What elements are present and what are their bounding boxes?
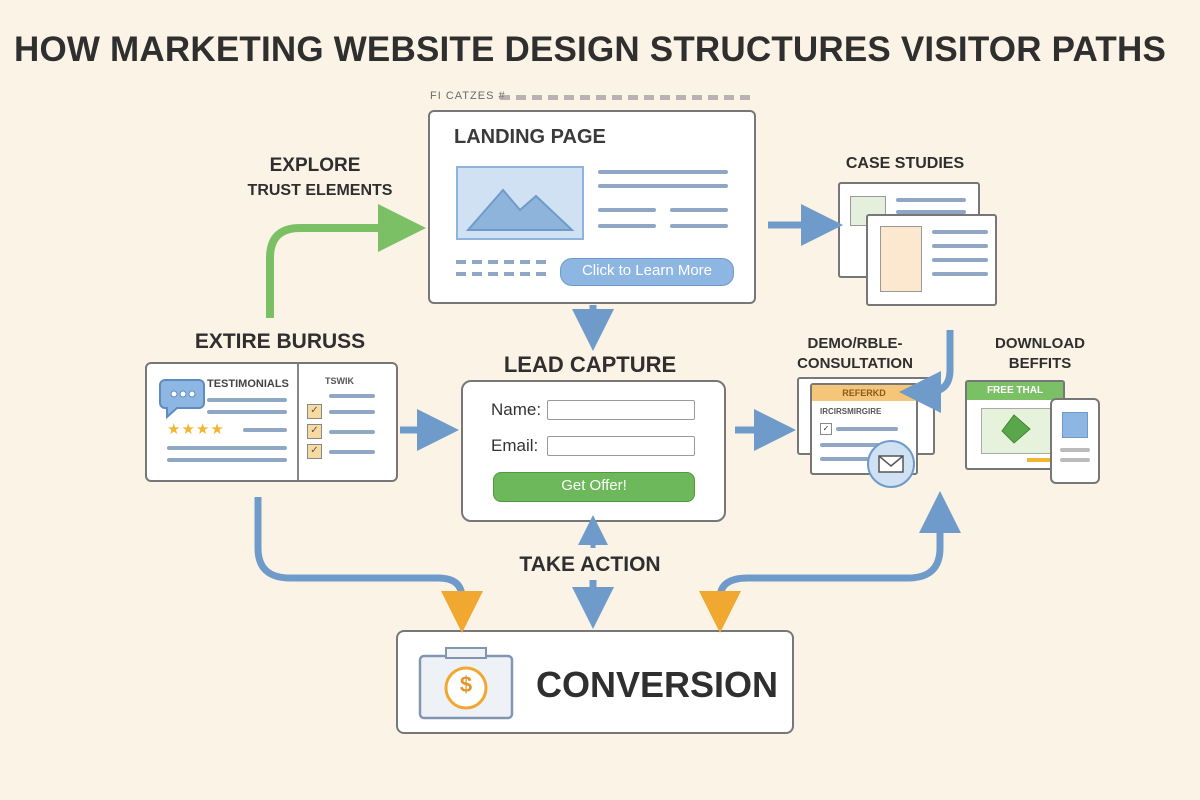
free-trial-header: FREE THAL: [967, 382, 1063, 400]
testimonial-line: [167, 446, 287, 450]
case-to-demo-arrow: [899, 330, 954, 413]
landing-text-line: [598, 170, 728, 174]
testimonial-line: [207, 410, 287, 414]
lead-capture-form: Name: Email: Get Offer!: [461, 380, 726, 522]
trust-elements-box: TESTIMONIALS ★★★★ TSWIK ✓ ✓ ✓: [145, 362, 398, 482]
email-label: Email:: [491, 436, 539, 455]
name-field[interactable]: [547, 400, 695, 420]
testimonial-line: [207, 398, 287, 402]
tablet-line: [1060, 458, 1090, 462]
case-studies-label: CASE STUDIES: [845, 155, 965, 172]
checkbox-icon: ✓: [307, 404, 322, 419]
tablet-line: [1060, 448, 1090, 452]
landing-dashes: [456, 272, 548, 276]
checkbox-icon: ✓: [307, 424, 322, 439]
landing-page-box: LANDING PAGE Click to Learn More: [428, 110, 756, 304]
testimonials-heading: TESTIMONIALS: [207, 378, 289, 390]
lead-capture-title: LEAD CAPTURE: [503, 352, 677, 377]
cash-register-icon: [416, 644, 516, 729]
demo-label-line1: DEMO/RBLE-: [807, 335, 903, 352]
landing-text-line: [670, 208, 728, 212]
checklist-line: [329, 394, 375, 398]
trust-to-conversion-arrow: [254, 497, 466, 606]
panel-divider: [297, 364, 299, 480]
mountain-icon: [465, 188, 575, 231]
demo-to-conversion-arrow: [716, 525, 944, 606]
doc-line: [932, 230, 988, 234]
demo-line: [820, 457, 880, 461]
doc-image: [880, 226, 922, 292]
download-label-line2: BEFFITS: [1008, 355, 1072, 372]
doc-line: [932, 244, 988, 248]
conversion-label: CONVERSION: [536, 664, 779, 705]
doc-line: [932, 258, 988, 262]
email-field[interactable]: [547, 436, 695, 456]
demo-header: REFERKD: [812, 385, 916, 401]
case-study-doc-front: [866, 214, 997, 306]
doc-line: [896, 210, 966, 214]
doc-line: [932, 272, 988, 276]
subtitle-scribble: [500, 95, 755, 100]
free-trial-bar: [1027, 458, 1055, 462]
checklist-line: [329, 450, 375, 454]
download-label-line1: DOWNLOAD: [995, 335, 1085, 352]
checklist-line: [329, 430, 375, 434]
explore-label: EXPLORE: [269, 155, 361, 176]
star-rating: ★★★★: [167, 421, 225, 438]
name-label: Name:: [491, 400, 542, 419]
free-trial-window: FREE THAL: [965, 380, 1065, 470]
landing-text-line: [598, 208, 656, 212]
download-graphic-icon: [1001, 414, 1031, 444]
dollar-symbol: $: [459, 672, 473, 697]
demo-label-line2: CONSULTATION: [797, 355, 913, 372]
take-action-label: TAKE ACTION: [519, 553, 661, 576]
landing-text-line: [598, 224, 656, 228]
explore-arrow: [266, 204, 426, 318]
demo-line: [836, 427, 898, 431]
landing-page-title: LANDING PAGE: [454, 126, 606, 148]
learn-more-button[interactable]: Click to Learn More: [560, 258, 734, 286]
checkbox-icon: ✓: [307, 444, 322, 459]
doc-line: [896, 198, 966, 202]
get-offer-button[interactable]: Get Offer!: [493, 472, 695, 502]
tablet-device: [1050, 398, 1100, 484]
checklist-line: [329, 410, 375, 414]
diagram-subtitle: FI CATZES #: [430, 90, 506, 102]
diagram-title: HOW MARKETING WEBSITE DESIGN STRUCTURES …: [13, 30, 1167, 69]
landing-text-line: [670, 224, 728, 228]
demo-line: [820, 443, 898, 447]
conversion-box: $ CONVERSION: [396, 630, 794, 734]
envelope-icon: [867, 440, 915, 488]
testimonial-line: [167, 458, 287, 462]
trust-elements-label: TRUST ELEMENTS: [247, 182, 393, 199]
landing-dashes: [456, 260, 548, 264]
demo-subheader: IRCIRSMIRGIRE: [820, 407, 882, 416]
hero-image: [456, 166, 584, 240]
landing-text-line: [598, 184, 728, 188]
tablet-screen-icon: [1062, 412, 1088, 438]
testimonial-line: [243, 428, 287, 432]
checkbox-icon: ✓: [820, 423, 832, 435]
extire-label: EXTIRE BURUSS: [194, 330, 366, 353]
tab-heading: TSWIK: [325, 376, 354, 386]
chat-bubble-icon: [159, 376, 207, 425]
